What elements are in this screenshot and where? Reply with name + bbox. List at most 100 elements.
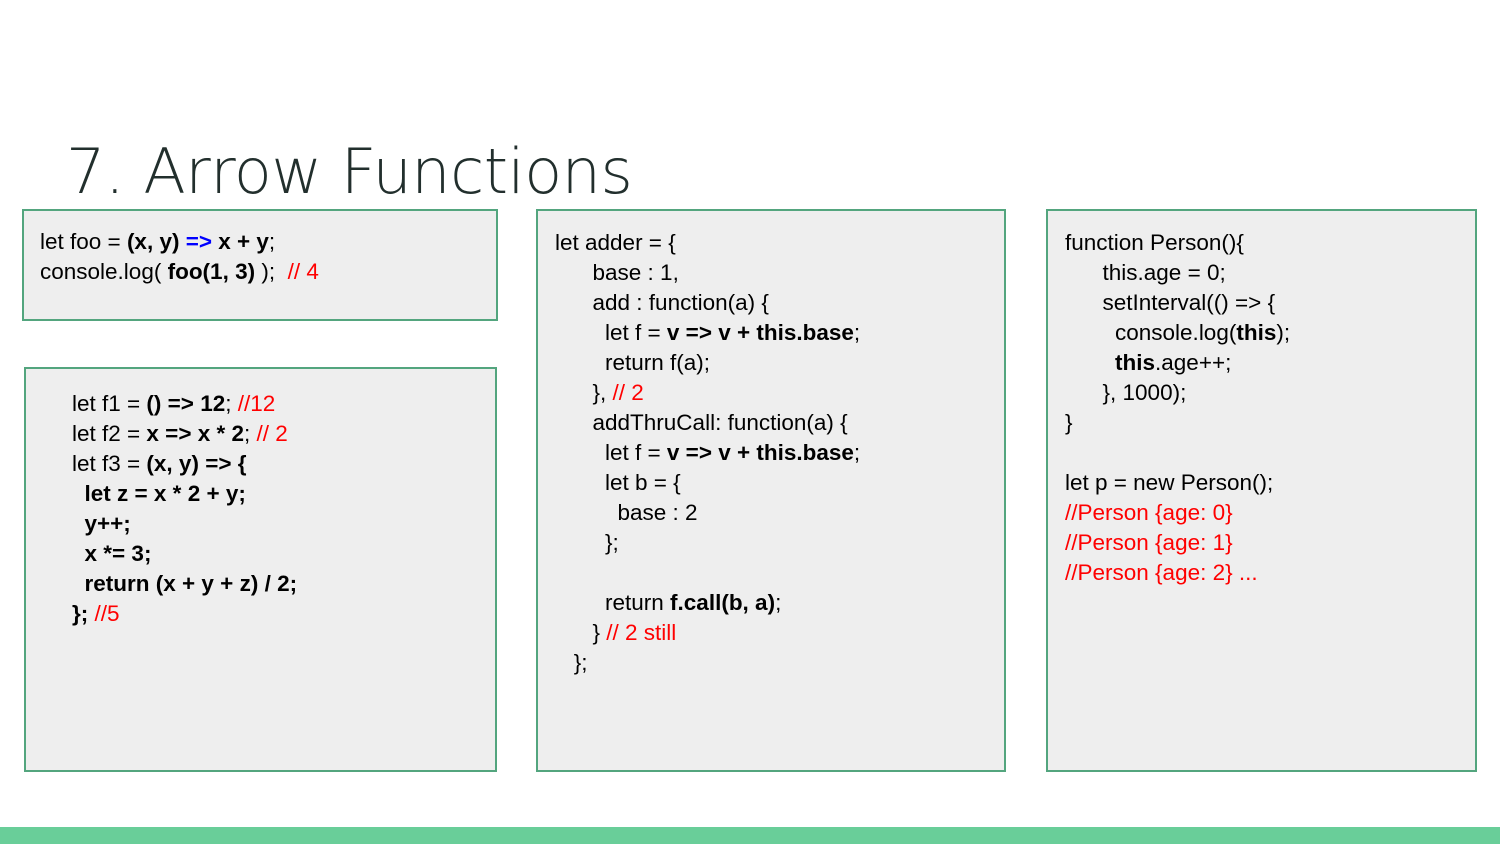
code-line: let b = { [555, 468, 1004, 498]
code-token: // 2 still [606, 620, 677, 645]
code-line: let foo = (x, y) => x + y; [40, 227, 496, 257]
code-line: let adder = { [555, 228, 1004, 258]
code-token: () => 12 [146, 391, 226, 416]
code-token: //Person {age: 0} [1065, 500, 1233, 525]
code-line: //Person {age: 1} [1065, 528, 1475, 558]
code-token: function Person(){ [1065, 230, 1244, 255]
code-token: ; [853, 440, 861, 465]
code-token: console.log( [1065, 320, 1237, 345]
code-token: let f1 = [72, 391, 147, 416]
code-block-basic-arrow: let foo = (x, y) => x + y;console.log( f… [22, 209, 498, 321]
code-token: return (x + y + z) / 2; [84, 571, 298, 596]
code-line: this.age = 0; [1065, 258, 1475, 288]
code-line: }; [555, 528, 1004, 558]
code-token: let f = [555, 320, 667, 345]
code-line: } // 2 still [555, 618, 1004, 648]
code-token: //Person {age: 1} [1065, 530, 1233, 555]
code-line: console.log( foo(1, 3) ); // 4 [40, 257, 496, 287]
code-line: let f3 = (x, y) => { [72, 449, 495, 479]
code-line: } [1065, 408, 1475, 438]
code-token: console.log( [40, 259, 168, 284]
code-token: (x, y) => { [146, 451, 247, 476]
code-line: addThruCall: function(a) { [555, 408, 1004, 438]
code-token: //5 [94, 601, 120, 626]
code-token: foo(1, 3) [167, 259, 256, 284]
code-token: let f = [555, 440, 667, 465]
code-token: ; [244, 421, 257, 446]
code-line: let f = v => v + this.base; [555, 438, 1004, 468]
code-token: } [1065, 410, 1073, 435]
code-token: x + y [212, 229, 269, 254]
code-line: }; //5 [72, 599, 495, 629]
code-line: x *= 3; [72, 539, 495, 569]
code-token: addThruCall: function(a) { [555, 410, 848, 435]
code-line: //Person {age: 2} ... [1065, 558, 1475, 588]
code-token: x *= 3; [84, 541, 152, 566]
code-token: this [1115, 350, 1156, 375]
code-line: add : function(a) { [555, 288, 1004, 318]
code-lines: let foo = (x, y) => x + y;console.log( f… [24, 211, 496, 287]
code-token: }; [555, 530, 619, 555]
code-token: => [185, 229, 212, 254]
code-token: //Person {age: 2} ... [1065, 560, 1258, 585]
code-token [72, 511, 85, 536]
page-title: 7. Arrow Functions [66, 134, 633, 208]
code-token: let foo = [40, 229, 127, 254]
code-token: add : function(a) { [555, 290, 769, 315]
code-token: this [1236, 320, 1277, 345]
code-line: let z = x * 2 + y; [72, 479, 495, 509]
code-token: let z = x * 2 + y; [84, 481, 246, 506]
code-token: let b = { [555, 470, 681, 495]
code-token: base : 1, [555, 260, 679, 285]
code-token: // 2 [612, 380, 644, 405]
code-token: let f2 = [72, 421, 147, 446]
code-line: console.log(this); [1065, 318, 1475, 348]
code-line: this.age++; [1065, 348, 1475, 378]
code-line: setInterval(() => { [1065, 288, 1475, 318]
code-token: ; [268, 229, 276, 254]
code-line: let p = new Person(); [1065, 468, 1475, 498]
code-token: return f(a); [555, 350, 711, 375]
code-line: return f.call(b, a); [555, 588, 1004, 618]
code-token: return [555, 590, 671, 615]
code-line: let f1 = () => 12; //12 [72, 389, 495, 419]
code-line: y++; [72, 509, 495, 539]
code-token: let p = new Person(); [1065, 470, 1274, 495]
code-line [1065, 438, 1475, 468]
code-line: let f2 = x => x * 2; // 2 [72, 419, 495, 449]
code-token: }; [72, 601, 95, 626]
code-line [555, 558, 1004, 588]
code-token: ); [255, 259, 288, 284]
code-line: let f = v => v + this.base; [555, 318, 1004, 348]
code-token [72, 571, 85, 596]
code-token: let f3 = [72, 451, 147, 476]
code-token: // 4 [287, 259, 319, 284]
code-token: //12 [237, 391, 276, 416]
code-line: return (x + y + z) / 2; [72, 569, 495, 599]
code-token: let adder = { [555, 230, 676, 255]
code-line: base : 2 [555, 498, 1004, 528]
code-block-setinterval-this: function Person(){ this.age = 0; setInte… [1046, 209, 1477, 772]
code-token: // 2 [256, 421, 288, 446]
code-line: base : 1, [555, 258, 1004, 288]
code-line: }, 1000); [1065, 378, 1475, 408]
code-token: x => x * 2 [146, 421, 245, 446]
code-token: .age++; [1155, 350, 1232, 375]
code-token: base : 2 [555, 500, 698, 525]
code-block-this-binding: let adder = { base : 1, add : function(a… [536, 209, 1006, 772]
code-line: return f(a); [555, 348, 1004, 378]
code-token: ; [775, 590, 782, 615]
code-token: }; [555, 650, 588, 675]
code-token: (x, y) [126, 229, 186, 254]
code-token: ; [225, 391, 238, 416]
code-token: this.age = 0; [1065, 260, 1226, 285]
code-token: v => v + this.base [666, 320, 854, 345]
code-token: } [555, 620, 607, 645]
code-token: y++; [84, 511, 131, 536]
code-token: }, [555, 380, 613, 405]
code-line: function Person(){ [1065, 228, 1475, 258]
code-token [72, 481, 85, 506]
code-token: }, 1000); [1065, 380, 1187, 405]
code-token: setInterval(() => { [1065, 290, 1276, 315]
